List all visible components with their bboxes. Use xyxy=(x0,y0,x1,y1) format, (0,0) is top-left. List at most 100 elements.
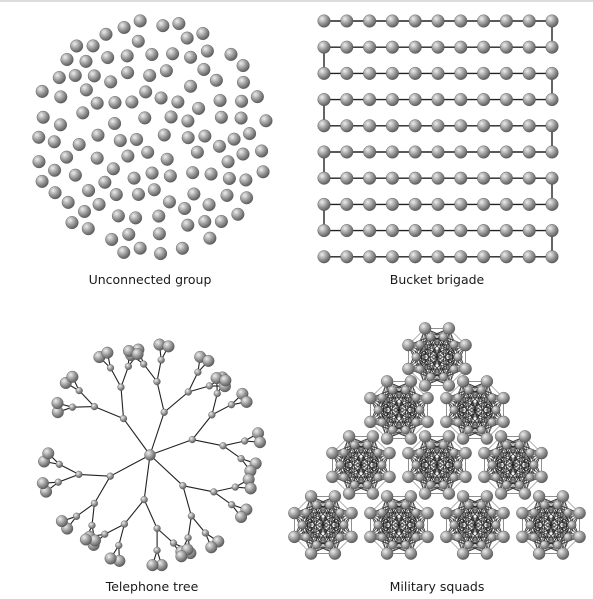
node xyxy=(77,107,90,120)
node xyxy=(88,70,101,83)
node xyxy=(536,447,548,459)
node xyxy=(99,176,112,189)
node xyxy=(172,96,185,109)
node xyxy=(416,406,424,414)
node xyxy=(412,418,420,426)
node xyxy=(139,112,152,125)
node xyxy=(237,148,250,161)
node xyxy=(120,415,127,422)
link xyxy=(150,440,192,455)
node xyxy=(155,92,168,105)
link xyxy=(124,419,151,455)
node xyxy=(305,548,317,560)
node xyxy=(381,490,393,502)
node xyxy=(214,94,227,107)
node xyxy=(109,96,122,109)
node xyxy=(432,15,445,28)
node xyxy=(318,172,331,185)
node xyxy=(500,224,513,237)
node xyxy=(457,548,469,560)
node xyxy=(69,69,82,82)
node xyxy=(454,394,462,402)
node xyxy=(336,509,344,517)
node xyxy=(243,127,256,140)
node xyxy=(56,515,68,527)
node xyxy=(166,48,179,61)
node xyxy=(163,341,175,353)
node xyxy=(443,430,455,442)
node xyxy=(477,501,485,509)
node xyxy=(128,172,141,185)
node xyxy=(235,511,247,523)
node xyxy=(439,441,447,449)
node xyxy=(363,15,376,28)
node xyxy=(401,541,409,549)
node xyxy=(440,531,452,543)
node xyxy=(384,471,396,483)
node xyxy=(100,28,113,41)
node xyxy=(336,533,344,541)
node xyxy=(416,341,424,349)
node xyxy=(364,531,376,543)
node xyxy=(405,433,417,445)
node xyxy=(367,430,379,442)
node xyxy=(164,170,177,183)
node xyxy=(455,120,468,133)
node xyxy=(114,134,127,147)
node xyxy=(523,224,536,237)
node xyxy=(409,146,422,159)
node xyxy=(477,250,490,263)
node xyxy=(76,387,83,394)
node xyxy=(546,15,559,28)
node xyxy=(178,202,191,215)
node xyxy=(364,392,376,404)
node xyxy=(386,224,399,237)
unconnected-group-panel xyxy=(33,15,273,260)
node xyxy=(502,441,510,449)
node xyxy=(318,67,331,80)
node xyxy=(530,533,538,541)
node xyxy=(454,353,462,361)
node xyxy=(33,155,46,168)
node xyxy=(143,69,156,82)
node xyxy=(112,210,125,223)
node xyxy=(52,397,64,409)
node xyxy=(409,15,422,28)
node xyxy=(126,96,139,109)
node xyxy=(92,129,105,142)
link xyxy=(124,500,144,524)
node xyxy=(364,416,376,428)
node xyxy=(500,198,513,211)
node xyxy=(340,521,348,529)
node xyxy=(455,198,468,211)
node xyxy=(536,471,548,483)
node xyxy=(492,406,500,414)
node xyxy=(240,192,253,205)
node xyxy=(105,233,118,246)
node xyxy=(439,481,447,489)
node xyxy=(318,93,331,106)
node xyxy=(188,513,195,520)
node xyxy=(341,198,354,211)
node xyxy=(477,386,485,394)
node xyxy=(228,501,235,508)
node xyxy=(533,548,545,560)
node xyxy=(460,363,472,375)
node xyxy=(215,111,228,124)
node xyxy=(426,373,434,381)
node xyxy=(386,93,399,106)
node xyxy=(350,481,358,489)
node xyxy=(102,347,114,359)
link xyxy=(144,455,150,500)
node xyxy=(363,67,376,80)
node xyxy=(199,215,212,228)
node xyxy=(326,447,338,459)
node xyxy=(498,392,510,404)
node xyxy=(378,533,386,541)
node xyxy=(191,146,204,159)
node xyxy=(202,530,209,537)
node xyxy=(341,120,354,133)
node xyxy=(422,507,434,519)
node xyxy=(455,250,468,263)
node xyxy=(523,172,536,185)
